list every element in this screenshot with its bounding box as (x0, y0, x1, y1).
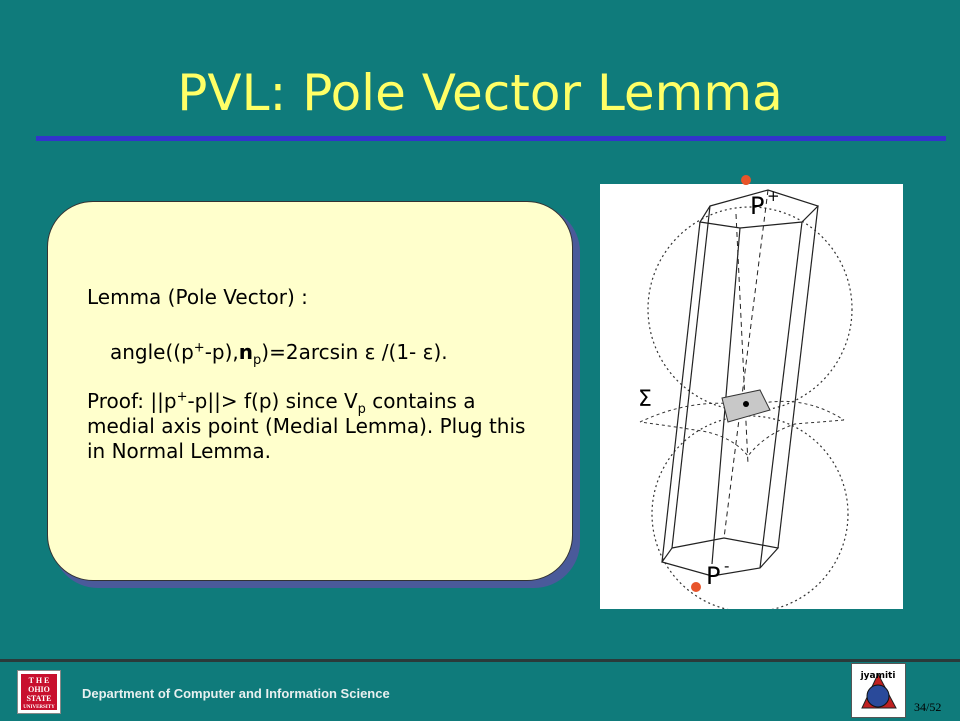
osu-line-the: T H E (28, 676, 50, 685)
jyamiti-logo-label: jyamiti (860, 671, 896, 681)
figure-svg: P + P - Σ (638, 175, 853, 613)
prism-edge (661, 221, 701, 563)
medial-point (743, 401, 749, 407)
formula-normal-n: n (238, 340, 254, 364)
jyamiti-logo: jyamiti (851, 663, 906, 718)
prism-hidden-edges (723, 189, 769, 539)
prism-edge (671, 205, 711, 549)
hidden-edge (723, 189, 769, 539)
formula-prefix: angle((p (110, 340, 194, 364)
jyamiti-logo-graphic: jyamiti (860, 671, 897, 709)
lemma-proof: Proof: ||p+-p||> f(p) since Vp contains … (87, 389, 547, 464)
proof-sub-p: p (357, 402, 366, 417)
formula-normal-sub: p (253, 353, 262, 368)
label-p-plus: P (750, 192, 764, 220)
osu-line-state: STATE (26, 694, 52, 703)
label-p-minus-sup: - (724, 557, 729, 575)
prism-edge (777, 205, 819, 549)
title-divider (36, 136, 946, 141)
osu-line-ohio: OHIO (28, 685, 50, 694)
osu-logo-text: T H E OHIO STATE UNIVERSITY (21, 674, 57, 710)
hidden-edge (735, 213, 749, 465)
lemma-formula: angle((p+-p),np)=2arcsin ε /(1- ε). (110, 340, 448, 368)
department-name: Department of Computer and Information S… (82, 686, 390, 701)
pole-vector-figure: P + P - Σ (600, 175, 903, 613)
upper-ball (647, 206, 853, 412)
pole-minus-dot (691, 582, 701, 592)
medial-surface-sigma (639, 400, 845, 457)
formula-suffix: )=2arcsin ε /(1- ε). (261, 340, 448, 364)
lemma-box (47, 201, 573, 581)
lower-ball (651, 415, 849, 613)
prism-edge (759, 221, 803, 569)
jyamiti-sphere (866, 684, 890, 708)
prism-edge (711, 227, 741, 565)
proof-sup-plus: + (176, 389, 188, 405)
label-sigma: Σ (638, 387, 652, 412)
slide-title: PVL: Pole Vector Lemma (177, 64, 783, 122)
osu-line-university: UNIVERSITY (23, 705, 55, 710)
formula-sup-plus: + (193, 340, 205, 356)
voronoi-prism (661, 189, 820, 577)
pole-plus-marker (741, 175, 751, 185)
lemma-heading: Lemma (Pole Vector) : (87, 285, 308, 309)
page-number: 34/52 (914, 700, 942, 714)
osu-logo: T H E OHIO STATE UNIVERSITY (17, 670, 61, 714)
label-p-minus: P (706, 562, 720, 590)
formula-mid: -p), (204, 340, 239, 364)
proof-part2: -p||> f(p) since V (187, 389, 358, 413)
label-p-plus-sup: + (767, 187, 780, 205)
footer-divider (0, 659, 960, 662)
proof-part1: Proof: ||p (87, 389, 177, 413)
proof-part3: contains a medial axis point (Medial Lem… (87, 389, 526, 463)
prism-bottom-face (661, 537, 780, 577)
